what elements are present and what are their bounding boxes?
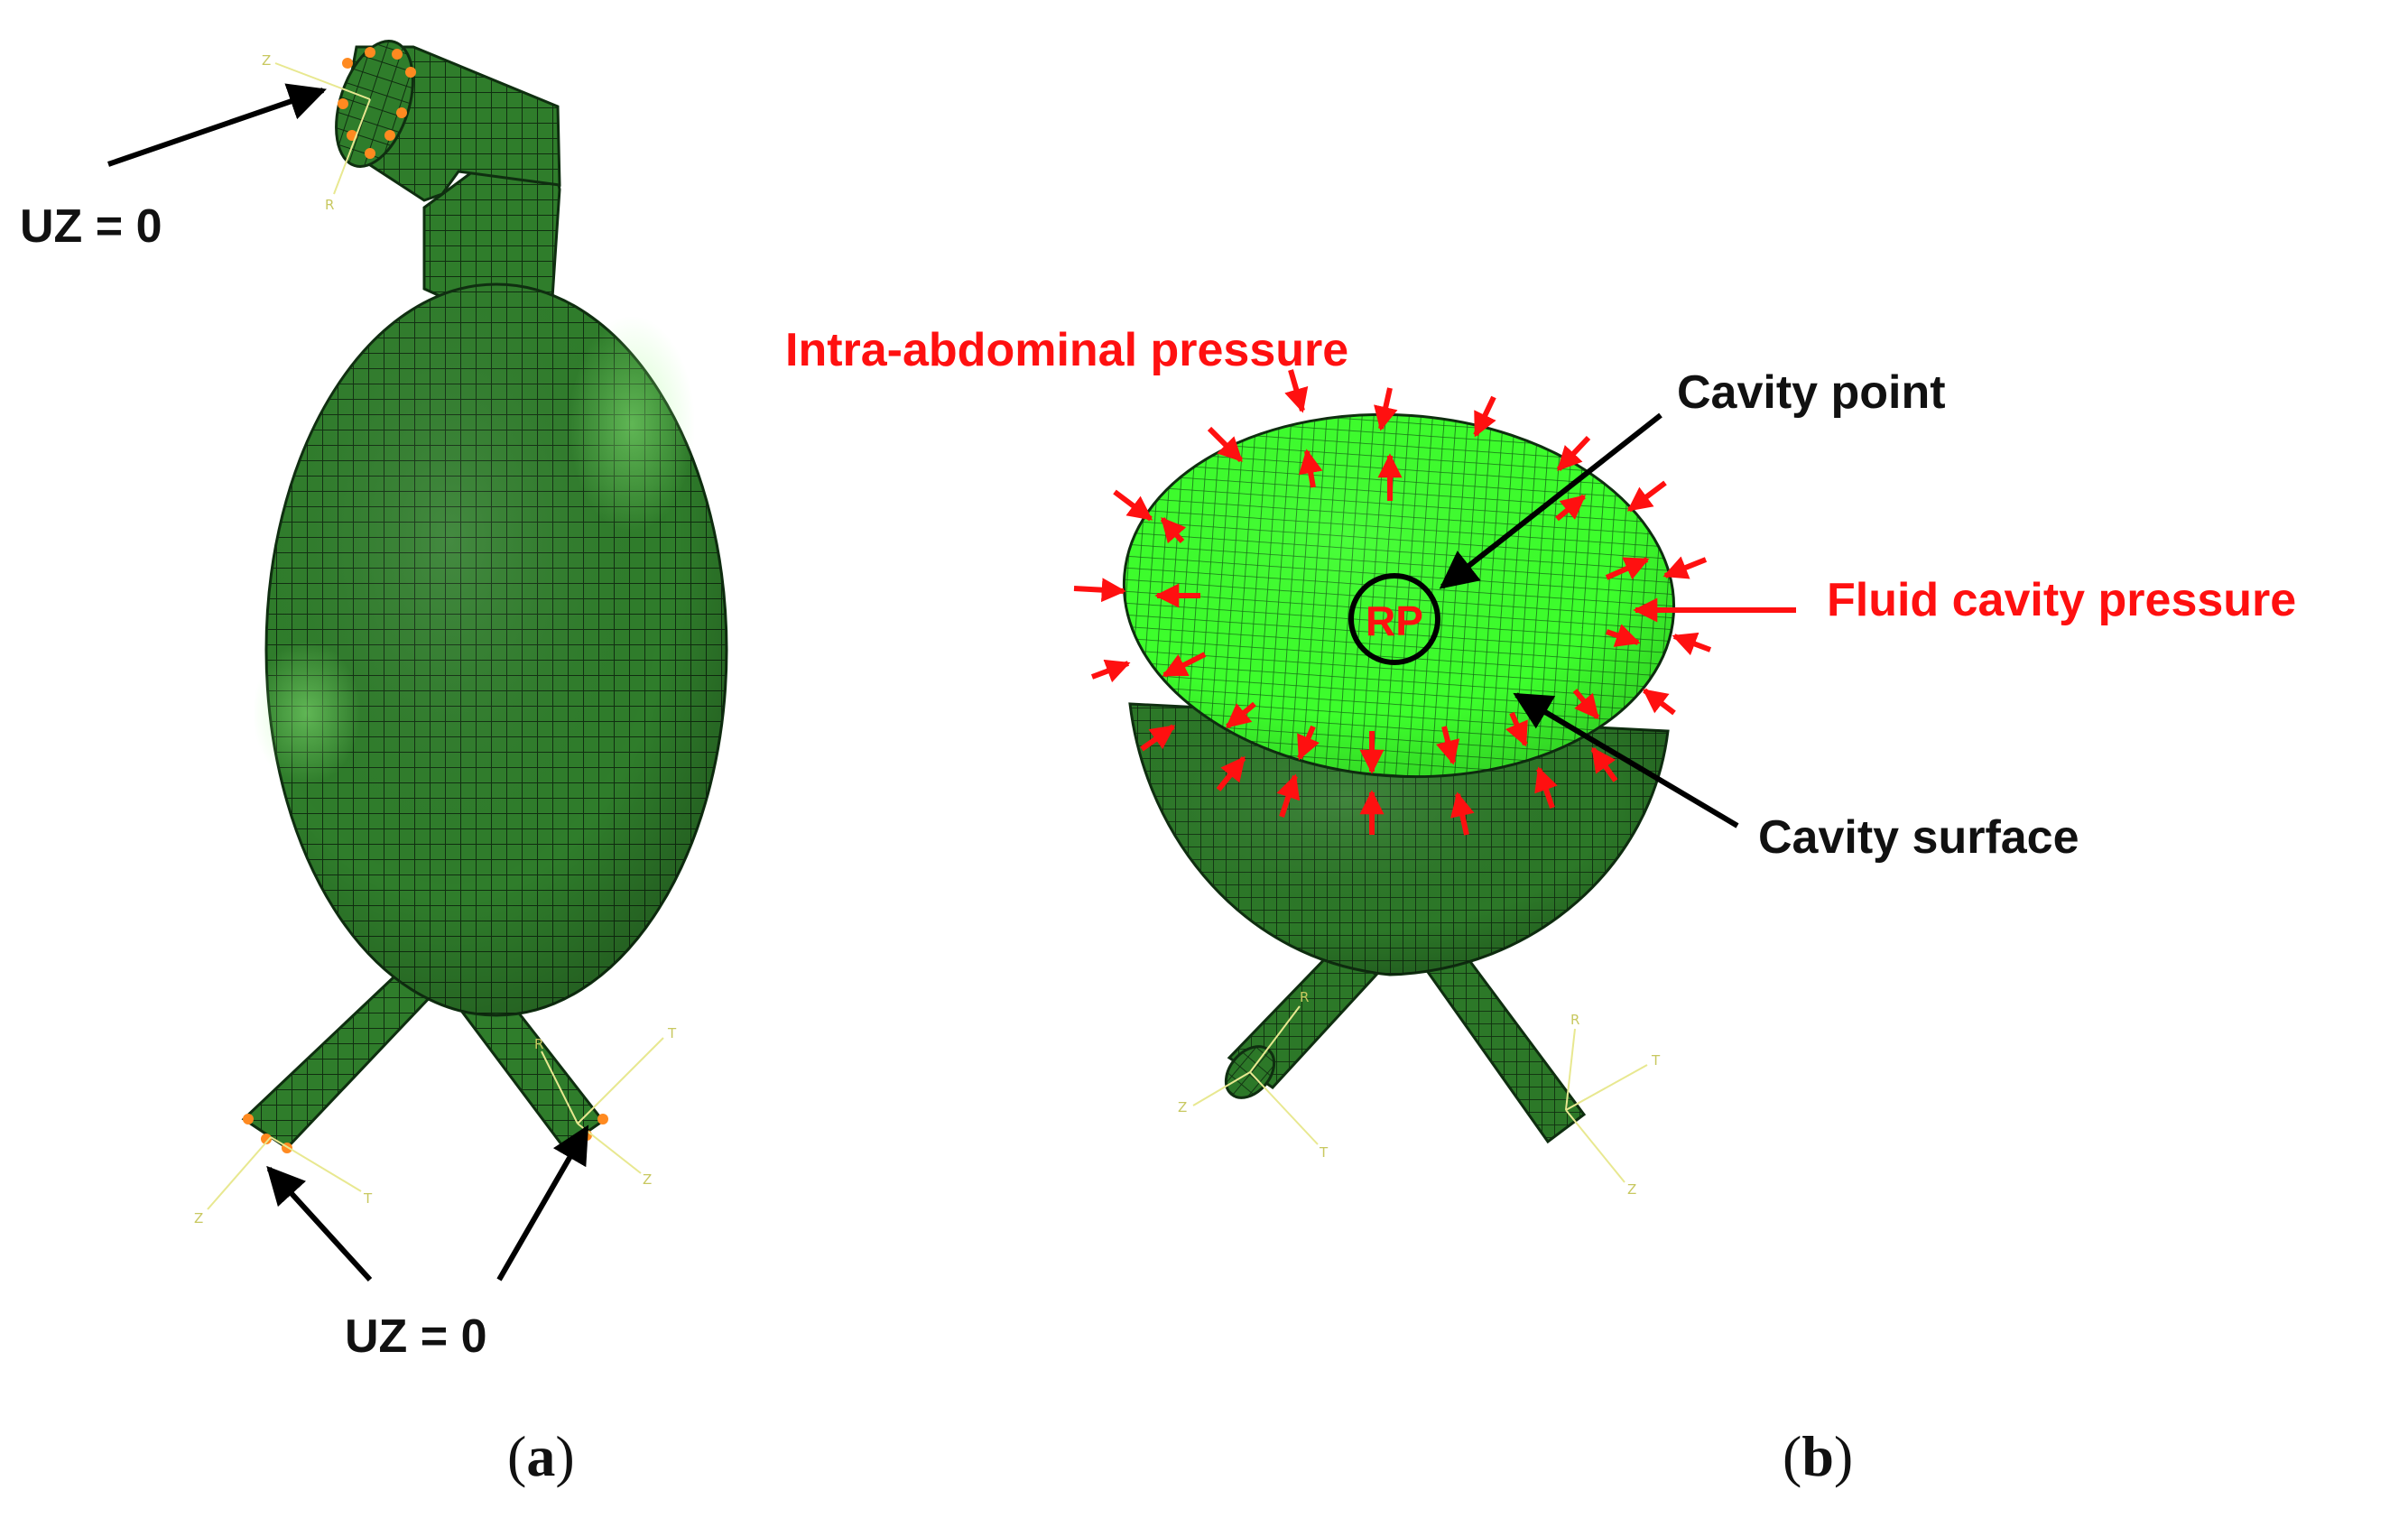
caption-b: (b): [1783, 1424, 1853, 1488]
axis-label: T: [1319, 1144, 1329, 1161]
fluid-cavity-pressure-label: Fluid cavity pressure: [1827, 574, 2296, 626]
axis-label: T: [363, 1190, 373, 1207]
annotation-arrow-top: [107, 83, 327, 167]
caption-a-open: (: [507, 1424, 526, 1488]
rp-circle: [1348, 573, 1440, 665]
axis-label: Z: [1627, 1181, 1636, 1198]
panel-a: Z R Z T T Z R UZ = 0 UZ = 0 (a): [20, 40, 728, 1488]
intra-abdominal-pressure-arrows: [1073, 369, 1712, 836]
caption-a-letter: a: [526, 1424, 555, 1488]
cavity-surface-label: Cavity surface: [1758, 811, 2079, 864]
fluid-cavity-pressure-arrows: [1154, 449, 1650, 774]
axis-label: R: [1570, 1012, 1579, 1028]
axis-label: Z: [262, 52, 271, 69]
axis-label: Z: [1178, 1099, 1187, 1115]
axis-label: R: [534, 1036, 543, 1052]
annotation-arrow-bottom-left: [266, 1165, 373, 1282]
axis-triad-b-right: [1565, 1028, 1648, 1183]
caption-a-close: ): [555, 1424, 574, 1488]
panel-b: RP: [785, 324, 2296, 1488]
bc-label-top: UZ = 0: [20, 200, 162, 253]
annotation-arrow-cavity-surface: [1513, 692, 1739, 828]
annotation-arrow-cavity-point: [1439, 412, 1662, 589]
axis-label: T: [1651, 1052, 1661, 1069]
caption-b-open: (: [1783, 1424, 1801, 1488]
caption-a: (a): [507, 1424, 575, 1488]
caption-b-close: ): [1834, 1424, 1853, 1488]
annotation-arrow-bottom-right: [496, 1124, 589, 1282]
axis-label: R: [325, 197, 334, 213]
axis-triad-a-top: [274, 62, 371, 195]
axis-label: T: [667, 1025, 677, 1041]
axis-label: Z: [194, 1210, 203, 1226]
bc-label-bottom: UZ = 0: [345, 1310, 487, 1363]
rp-label: RP: [1366, 597, 1423, 644]
axis-triad-a-left: [207, 1136, 362, 1210]
constraint-markers-top: [338, 47, 416, 159]
cavity-point-label: Cavity point: [1677, 366, 1946, 419]
axis-label: Z: [643, 1171, 652, 1188]
intra-abdominal-pressure-label: Intra-abdominal pressure: [785, 324, 1348, 376]
caption-b-letter: b: [1801, 1424, 1834, 1488]
axis-label: R: [1300, 989, 1309, 1005]
axis-triad-b-left: [1192, 1005, 1319, 1145]
